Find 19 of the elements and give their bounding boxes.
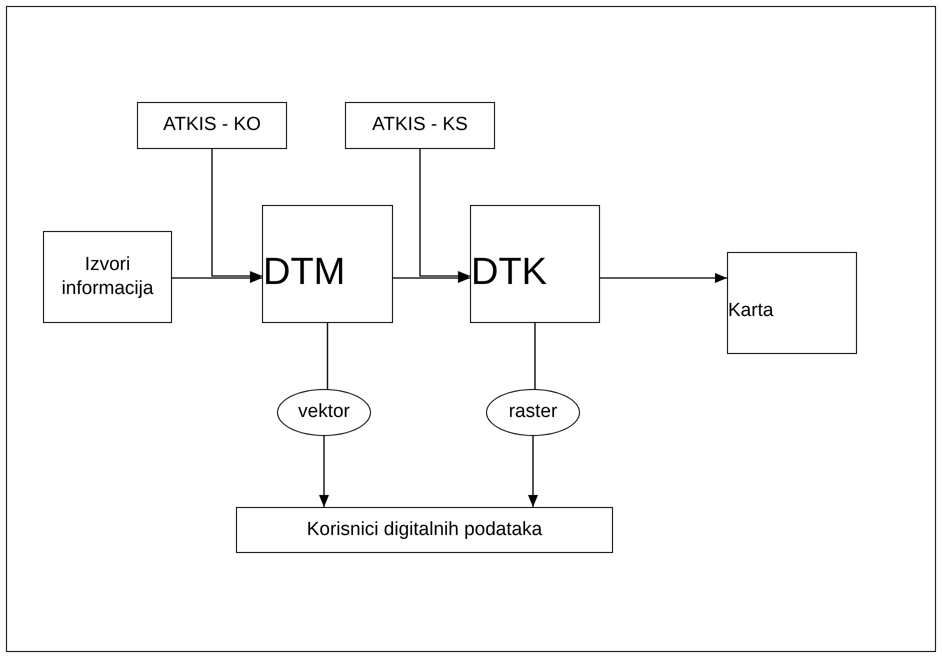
node-label: ATKIS - KO	[163, 113, 261, 138]
input-box	[43, 231, 172, 323]
arrow	[319, 436, 329, 507]
node-label: DTK	[471, 250, 547, 294]
users-box	[236, 507, 613, 553]
node-label: Izvori informacija	[60, 253, 154, 301]
model-box	[470, 205, 600, 323]
source-box	[345, 102, 495, 149]
node-label: Korisnici digitalnih podataka	[306, 518, 542, 542]
output-box	[727, 252, 857, 354]
source-box	[137, 102, 287, 149]
node-label: Karta	[728, 298, 774, 323]
model-box	[262, 205, 393, 323]
node-label: DTM	[263, 250, 346, 294]
arrow	[528, 436, 538, 507]
arrow	[600, 273, 727, 283]
node-label: vektor	[298, 400, 350, 424]
node-label: raster	[508, 400, 558, 424]
node-label: ATKIS - KS	[372, 113, 468, 138]
